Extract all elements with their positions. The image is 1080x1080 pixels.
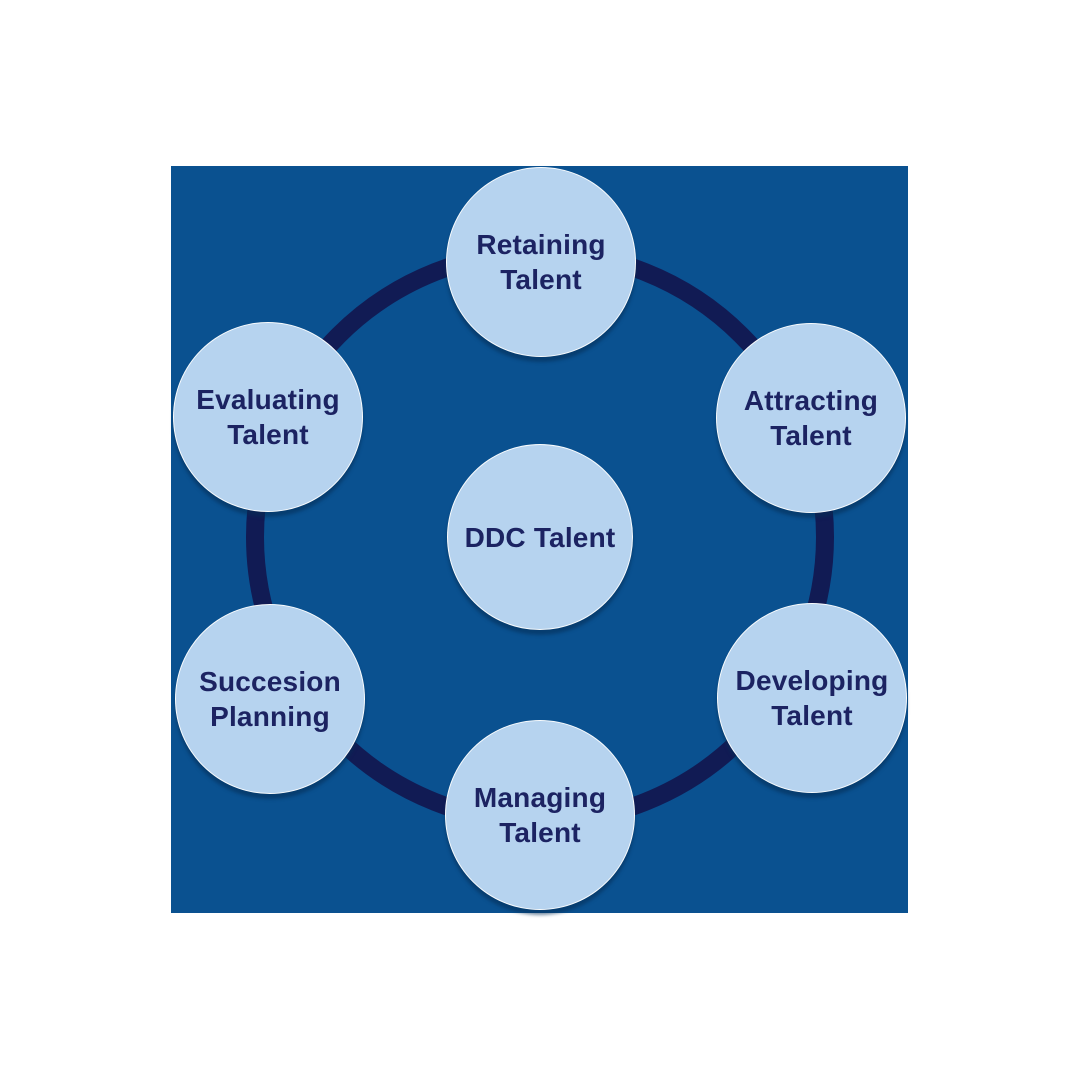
diagram-background: Retaining Talent Attracting Talent Devel… (171, 166, 908, 913)
node-retaining-talent-label: Retaining Talent (476, 229, 606, 295)
node-managing-talent: Managing Talent (445, 720, 635, 910)
node-evaluating-talent-label: Evaluating Talent (196, 384, 340, 450)
node-retaining-talent: Retaining Talent (446, 167, 636, 357)
node-developing-talent-label: Developing Talent (735, 665, 889, 731)
node-attracting-talent: Attracting Talent (716, 323, 906, 513)
node-developing-talent: Developing Talent (717, 603, 907, 793)
node-succession-planning-label: Succesion Planning (199, 666, 341, 732)
node-attracting-talent-label: Attracting Talent (743, 385, 879, 451)
node-center-ddc-talent-label: DDC Talent (464, 521, 616, 553)
node-managing-talent-label: Managing Talent (473, 782, 607, 848)
node-succession-planning: Succesion Planning (175, 604, 365, 794)
node-evaluating-talent: Evaluating Talent (173, 322, 363, 512)
node-center-ddc-talent: DDC Talent (447, 444, 633, 630)
